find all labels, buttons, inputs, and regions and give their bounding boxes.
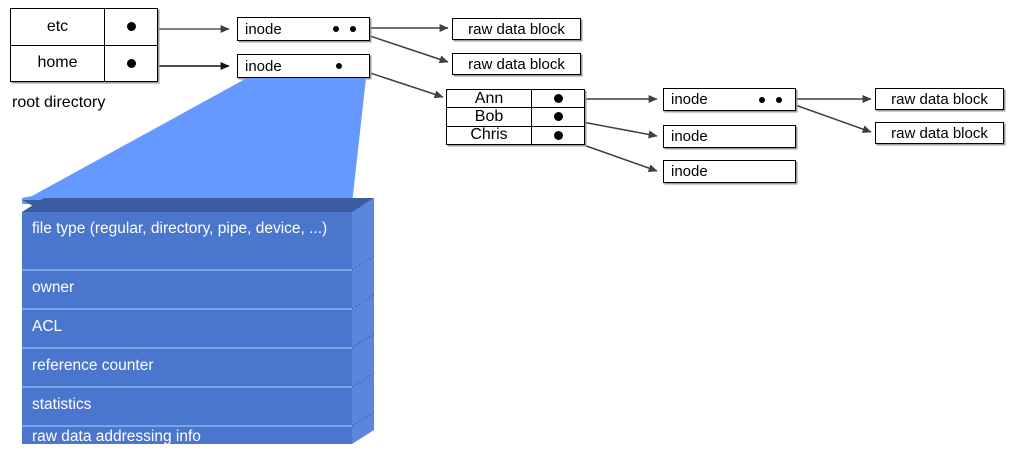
raw-data-block-label: raw data block xyxy=(891,90,988,108)
dir-entry-name: Bob xyxy=(447,108,532,126)
pointer-dot-icon xyxy=(776,96,782,103)
table-row[interactable]: Bob xyxy=(447,108,584,127)
inode-pointer-dots xyxy=(759,96,782,103)
dir-entry-pointer xyxy=(532,90,584,107)
home-directory-table: Ann Bob Chris xyxy=(446,89,585,145)
raw-data-block-label: raw data block xyxy=(468,20,565,38)
root-entry-pointer xyxy=(105,46,157,82)
table-row[interactable]: Ann xyxy=(447,90,584,109)
pointer-dot-icon xyxy=(350,26,356,32)
inode-field-statistics: statistics xyxy=(32,396,92,413)
inode-box-home[interactable]: inode xyxy=(237,54,370,78)
pointer-dot-icon xyxy=(553,112,563,122)
inode-contents-block: file type (regular, directory, pipe, dev… xyxy=(22,198,374,456)
pointer-dot-icon xyxy=(759,96,765,103)
table-row[interactable]: Chris xyxy=(447,126,584,144)
pointer-dot-icon xyxy=(126,58,136,68)
dir-entry-name: Chris xyxy=(447,126,532,144)
pointer-dot-icon xyxy=(126,22,136,32)
table-row[interactable]: etc xyxy=(11,9,157,46)
inode-pointer-dots xyxy=(336,63,342,69)
root-entry-name: etc xyxy=(11,9,105,45)
inode-box-etc[interactable]: inode xyxy=(237,17,370,41)
inode-label: inode xyxy=(671,128,708,145)
inode-field-reference-counter: reference counter xyxy=(32,357,154,374)
root-directory-table: etc home xyxy=(10,8,158,82)
inode-label: inode xyxy=(245,57,282,75)
inode-field-acl: ACL xyxy=(32,318,63,335)
inode-field-owner: owner xyxy=(32,279,75,296)
root-entry-name: home xyxy=(11,45,105,81)
inode-box-bob[interactable]: inode xyxy=(663,125,796,148)
table-row[interactable]: home xyxy=(11,45,157,82)
raw-data-block-4[interactable]: raw data block xyxy=(875,122,1004,144)
dir-entry-pointer xyxy=(532,127,584,144)
raw-data-block-label: raw data block xyxy=(468,55,565,73)
inode-box-ann[interactable]: inode xyxy=(663,88,796,111)
inode-label: inode xyxy=(671,163,708,180)
pointer-dot-icon xyxy=(336,63,342,69)
raw-data-block-2[interactable]: raw data block xyxy=(452,53,581,75)
root-entry-pointer xyxy=(105,9,157,45)
pointer-dot-icon xyxy=(333,26,339,32)
root-directory-caption: root directory xyxy=(12,94,106,111)
dir-entry-pointer xyxy=(532,108,584,125)
raw-data-block-3[interactable]: raw data block xyxy=(875,88,1004,110)
pointer-dot-icon xyxy=(553,94,563,104)
inode-slabs-3d xyxy=(22,198,374,444)
inode-field-file-type: file type (regular, directory, pipe, dev… xyxy=(32,220,328,237)
inode-pointer-dots xyxy=(333,26,356,32)
pointer-dot-icon xyxy=(553,130,563,140)
inode-label: inode xyxy=(245,20,282,38)
inode-field-raw-data-addressing: raw data addressing info xyxy=(32,428,201,445)
raw-data-block-label: raw data block xyxy=(891,124,988,142)
raw-data-block-1[interactable]: raw data block xyxy=(452,18,581,40)
inode-label: inode xyxy=(671,91,708,108)
dir-entry-name: Ann xyxy=(447,90,532,108)
inode-box-chris[interactable]: inode xyxy=(663,160,796,183)
